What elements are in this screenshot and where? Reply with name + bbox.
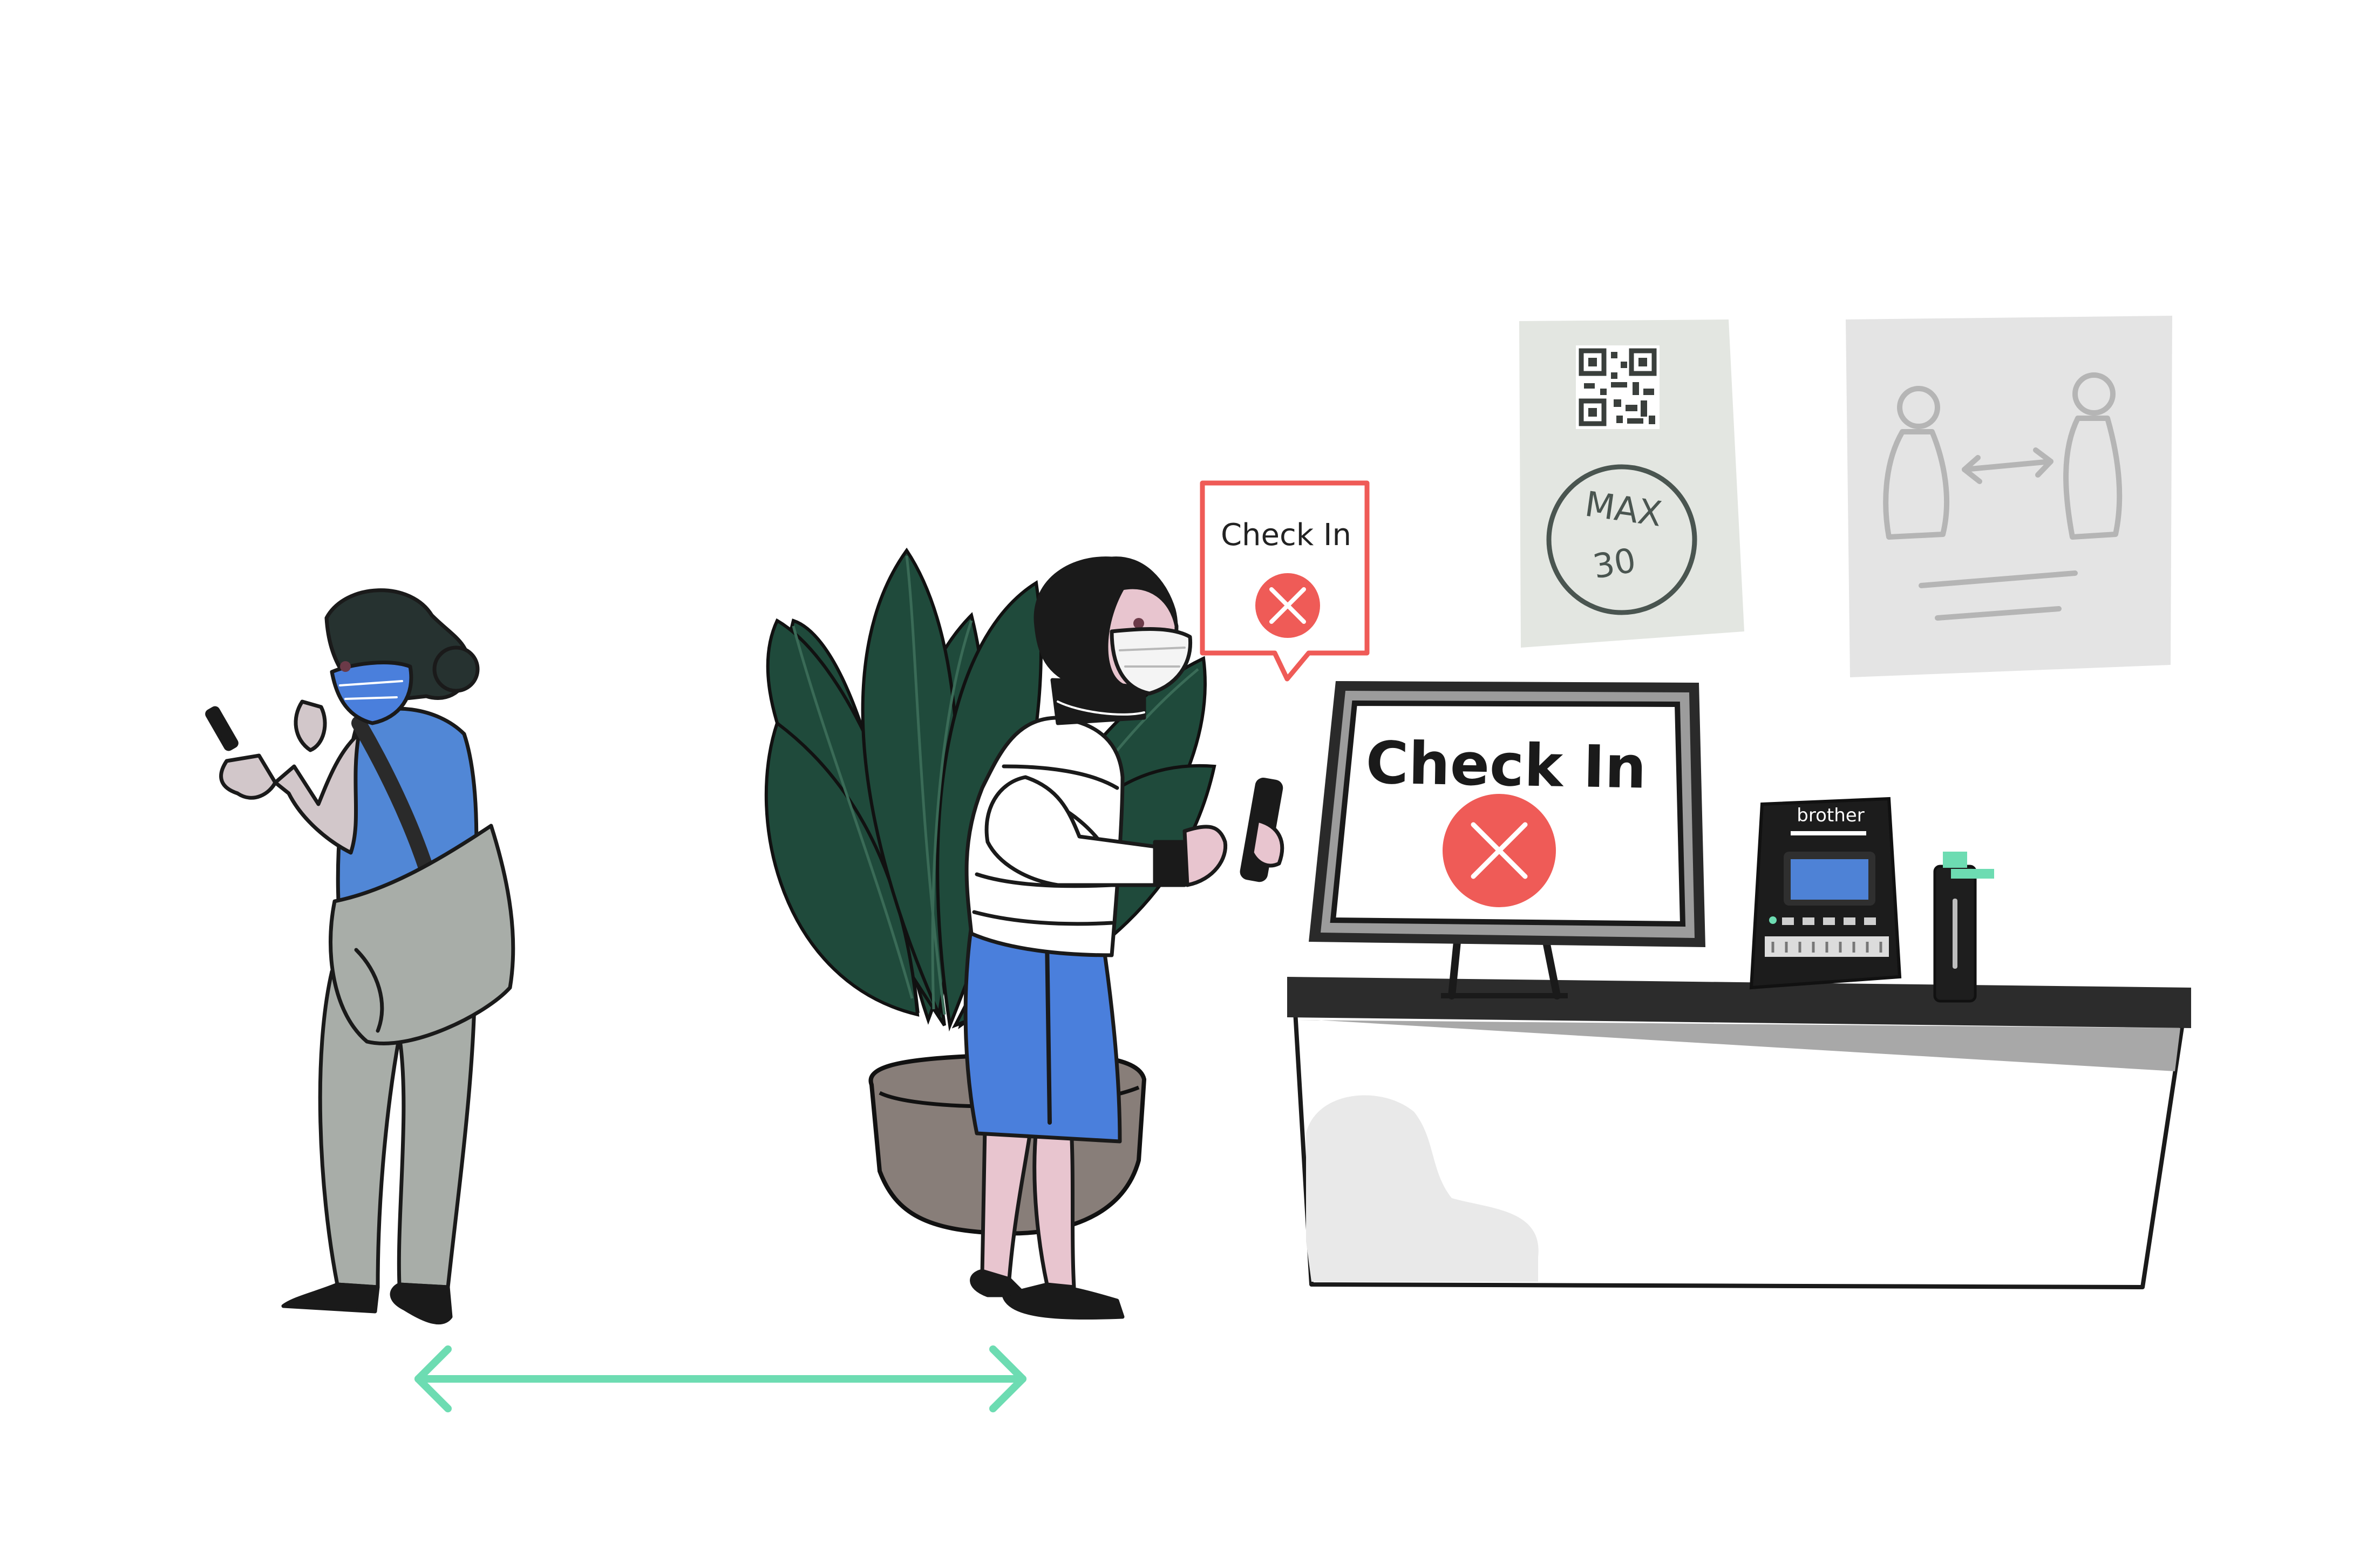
double-arrow-icon bbox=[414, 1345, 1026, 1412]
hand-sanitizer bbox=[1933, 852, 1994, 1003]
reception-desk bbox=[1287, 977, 2191, 1289]
monitor-check-in-label: Check In bbox=[1365, 729, 1647, 801]
close-icon bbox=[1255, 573, 1320, 638]
printer-brand-label: brother bbox=[1797, 805, 1864, 826]
check-in-speech-bubble: Check In bbox=[1200, 480, 1370, 682]
capacity-poster: MAX 30 bbox=[1519, 319, 1744, 648]
distancing-poster bbox=[1846, 316, 2172, 677]
close-icon bbox=[1443, 794, 1556, 907]
person-in-queue bbox=[205, 588, 515, 1325]
qr-code-icon bbox=[1576, 345, 1660, 429]
bubble-check-in-label: Check In bbox=[1221, 518, 1351, 553]
label-printer: brother bbox=[1749, 797, 1902, 990]
check-in-monitor: Check In bbox=[1309, 681, 1705, 999]
max-capacity-value: 30 bbox=[1590, 540, 1638, 587]
person-checking-in bbox=[963, 556, 1284, 1320]
